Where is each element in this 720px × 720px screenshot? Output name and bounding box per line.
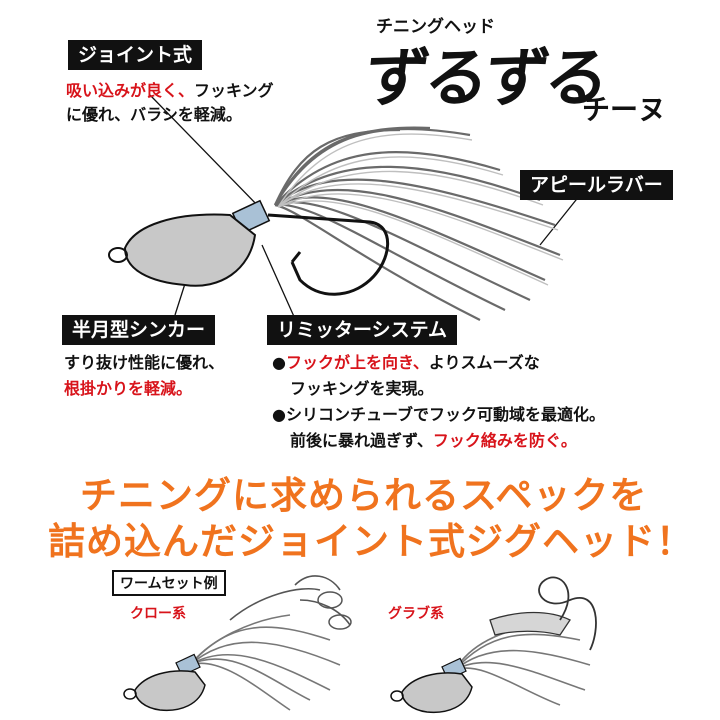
joint-callout-line [149,94,263,211]
limiter-bullet2-line2: 前後に暴れ過ぎず、フック絡みを防ぐ。 [290,430,577,452]
joint-label: ジョイント式 [68,40,203,70]
joint-desc-line2: に優れ、バラシを軽減。 [66,105,242,124]
grub-variant-label: グラブ系 [388,606,444,622]
grub-example-illustration [390,576,597,714]
hook [267,213,390,296]
half-moon-sinker [123,213,257,287]
limiter-label: リミッターシステム [267,315,458,345]
tagline-line2: 詰め込んだジョイント式ジグヘッド！ [48,520,694,563]
claw-variant-label: クロー系 [130,606,186,622]
rubber-label: アピールラバー [520,170,673,200]
logo-main: ずるずる [359,42,611,116]
limiter-bullet2: ●シリコンチューブでフック可動域を最適化。 [272,404,605,426]
sinker-desc-line1: すり抜け性能に優れ、 [64,353,225,372]
limiter-bullet1-red: フックが上を向き、 [285,353,429,372]
bullet-glyph: ● [272,405,286,424]
limiter-bullet2-red: フック絡みを防ぐ。 [432,431,577,450]
worm-examples-label: ワームセット例 [112,570,226,596]
sinker-desc-line2: 根掛かりを軽減。 [64,379,193,398]
limiter-bullet1-line2: フッキングを実現。 [290,379,434,398]
joint-desc-black: フッキング [194,81,274,100]
limiter-bullet1-black: よりスムーズな [428,353,540,372]
tagline-line1: チニングに求められるスペックを [80,474,648,517]
limiter-bullet2-text: シリコンチューブでフック可動域を最適化。 [285,405,606,424]
sinker-label: 半月型シンカー [62,315,216,345]
logo-sub: チーヌ [582,93,667,126]
rubber-callout-line [539,194,581,246]
joint-desc-line1: 吸い込みが良く、フッキング [66,80,274,102]
product-tag: チニングヘッド [376,17,495,37]
line-eye [108,247,128,263]
claw-example-illustration [123,575,352,712]
limiter-bullet1: ●フックが上を向き、よりスムーズな [272,352,540,374]
limiter-bullet2-black: 前後に暴れ過ぎず、 [290,431,433,450]
bullet-glyph: ● [272,353,286,372]
joint-desc-red: 吸い込みが良く、 [66,81,195,100]
